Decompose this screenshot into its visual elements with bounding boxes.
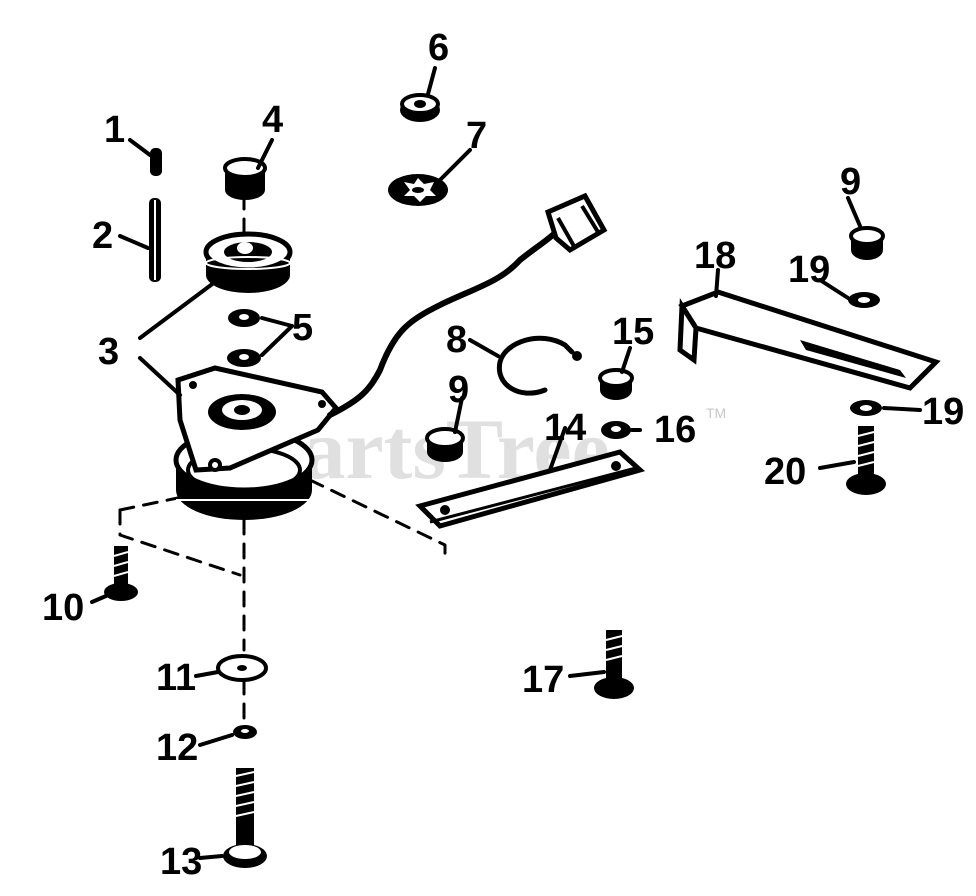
callout-18: 18 bbox=[694, 235, 736, 277]
part-2-rod bbox=[149, 198, 161, 282]
trademark-text: TM bbox=[706, 405, 726, 421]
callout-4: 4 bbox=[262, 99, 283, 141]
callout-16: 16 bbox=[654, 409, 696, 451]
callout-leader-lines bbox=[90, 66, 922, 860]
part-16-washer bbox=[601, 421, 631, 439]
callout-11: 11 bbox=[156, 657, 196, 699]
callout-20: 20 bbox=[764, 451, 806, 493]
callout-8: 8 bbox=[446, 319, 467, 361]
callout-7: 7 bbox=[466, 115, 487, 157]
part-19-washers bbox=[848, 292, 882, 416]
callout-13: 13 bbox=[160, 841, 202, 883]
callout-19-lower: 19 bbox=[922, 391, 964, 433]
callout-6: 6 bbox=[428, 27, 449, 69]
callout-labels: 1 2 3 4 5 6 7 8 9 10 11 12 13 14 15 16 1… bbox=[42, 27, 964, 883]
callout-14: 14 bbox=[544, 407, 586, 449]
part-14-brace bbox=[415, 449, 646, 529]
part-11-flat-washer bbox=[216, 654, 268, 682]
callout-9-right: 9 bbox=[840, 161, 861, 203]
part-1-pin bbox=[150, 148, 162, 176]
part-3-clutch-assembly bbox=[173, 365, 340, 520]
callout-15: 15 bbox=[612, 311, 654, 353]
callout-1: 1 bbox=[104, 109, 125, 151]
part-7-star-washer bbox=[388, 174, 448, 206]
part-4-bushing bbox=[223, 157, 267, 200]
part-9-nut bbox=[425, 427, 465, 462]
part-20-bolt bbox=[846, 426, 886, 495]
part-15-nut bbox=[598, 368, 634, 400]
callout-19: 19 bbox=[788, 249, 830, 291]
part-17-bolt bbox=[594, 630, 634, 699]
callout-12: 12 bbox=[156, 727, 198, 769]
part-12-lock-washer bbox=[233, 725, 257, 739]
callout-10: 10 bbox=[42, 587, 84, 629]
part-13-long-bolt bbox=[223, 768, 267, 868]
part-18-bracket bbox=[677, 289, 941, 391]
part-6-cap-nut bbox=[400, 93, 440, 122]
callout-5: 5 bbox=[292, 307, 313, 349]
callout-9: 9 bbox=[448, 369, 469, 411]
part-9-nut-right bbox=[849, 226, 885, 260]
callout-17: 17 bbox=[522, 659, 564, 701]
part-5-washers bbox=[227, 309, 261, 367]
part-10-bolt bbox=[104, 546, 138, 601]
callout-3: 3 bbox=[98, 331, 119, 373]
part-8-snap-ring bbox=[496, 335, 582, 396]
part-3-pulley bbox=[203, 231, 293, 293]
clutch-wire-harness bbox=[327, 192, 608, 418]
callout-2: 2 bbox=[92, 215, 113, 257]
